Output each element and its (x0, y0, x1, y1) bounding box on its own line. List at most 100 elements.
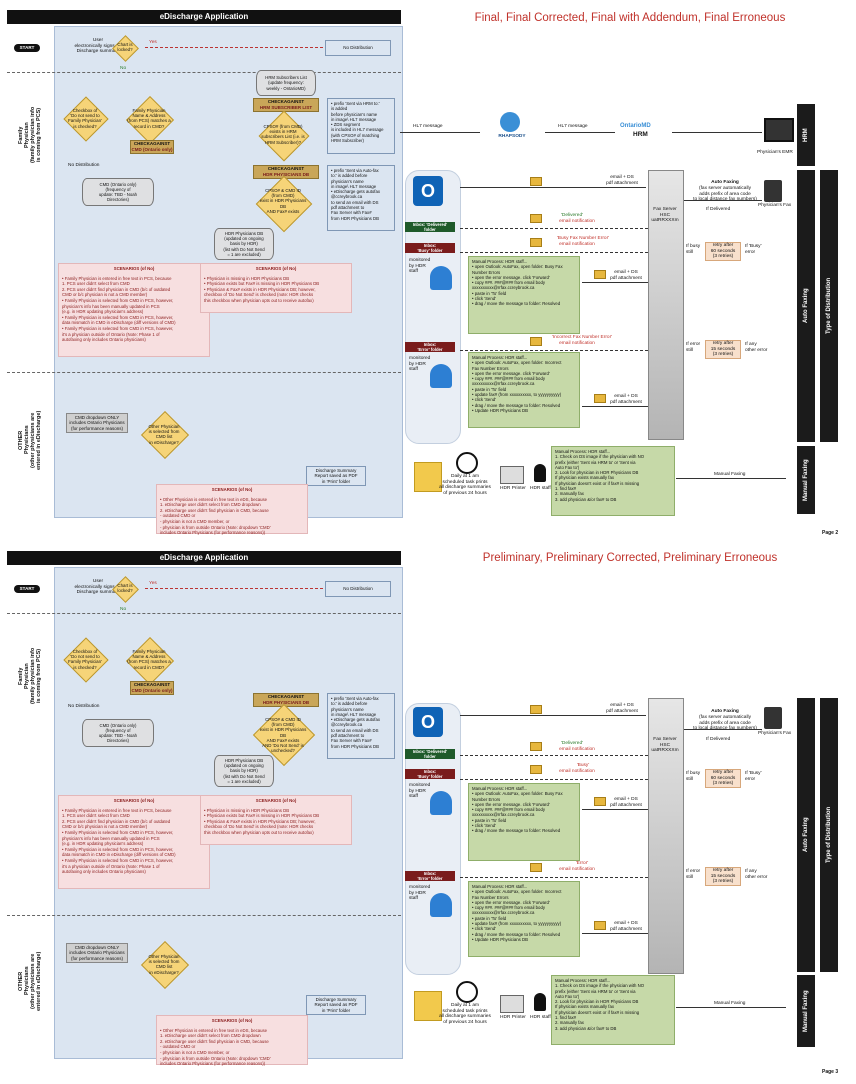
chart-locked-label: Chart is locked? (117, 42, 133, 53)
auto-faxing-label: Auto Faxing (711, 180, 739, 185)
app-header: eDischarge Application (7, 551, 401, 565)
page-title: Preliminary, Preliminary Corrected, Prel… (482, 552, 778, 564)
retry-60-box: retry after 60 seconds (3 retries) (705, 242, 741, 261)
email-ds-label: email + DS pdf attachment (606, 175, 638, 186)
scenario-title: SCENARIOS (of No) (113, 266, 155, 271)
fax-exists-label: CPSO# & CMD ID (from CMD) exist in HDR P… (259, 188, 307, 214)
scenarios-family: SCENARIOS (of No) • Family Physician is … (58, 263, 210, 357)
fax-exists-label: CPSO# & CMD ID (from CMD) exist in HDR P… (259, 717, 307, 754)
manual-error-process: Manual Process: HDR staff... • open Outl… (468, 881, 580, 957)
family-lane-label: Family Physician (family physician info … (18, 647, 42, 705)
scenario-text: • Physician is missing in HDR Physicians… (204, 807, 320, 835)
hdr-staff-label: HDR staff (530, 486, 551, 491)
flow-arrow (145, 47, 323, 48)
if-any-error-label: If any other error (745, 869, 768, 880)
if-busy-label: If busy still (686, 771, 701, 782)
inbox-error: Inbox: 'Error' folder (405, 871, 455, 881)
inbox-delivered: Inbox: 'Delivered' folder (405, 222, 455, 232)
hdr-physicians-db: HDR Physicians DB (updated on ongoing ba… (214, 755, 274, 787)
app-header: eDischarge Application (7, 10, 401, 24)
inbox-error: Inbox: 'Error' folder (405, 342, 455, 352)
daily-task-label: Daily at 1 am scheduled task prints all … (439, 474, 491, 496)
checkagainst-label: CHECKAGAINST (267, 166, 305, 171)
email-envelope-icon (530, 177, 542, 186)
side-auto-faxing: Auto Faxing (797, 170, 815, 442)
side-manual-faxing: Manual Faxing (797, 446, 815, 514)
monitored-label: monitored by HDR staff (409, 783, 431, 800)
scenario-text: • Physician is missing in HDR Physicians… (204, 275, 320, 303)
scenarios-other: SCENARIOS (of No) • Other Physician is e… (156, 1015, 308, 1066)
pdf-folder-icon (414, 991, 442, 1021)
cmd-only-label: CMD (Ontario only) (131, 688, 173, 693)
email-notification: email notification (559, 747, 595, 752)
cmd-database: CMD (Ontario only) (frequency of update:… (82, 178, 154, 206)
fax-note: • prefix 'Sent via Auto-fax to:' is adde… (327, 693, 395, 759)
scenarios-hdr: SCENARIOS (of No) • Physician is missing… (200, 263, 352, 313)
email-arrow (582, 282, 648, 283)
notification-arrow (460, 779, 648, 780)
user-icon (430, 364, 452, 388)
printer-icon (500, 995, 524, 1013)
person-icon (534, 464, 546, 482)
manual-error-process: Manual Process: HDR staff... • open Outl… (468, 352, 580, 428)
monitored-label: monitored by HDR staff (409, 356, 431, 373)
checkagainst-label: CHECKAGAINST (133, 141, 171, 146)
email-envelope-icon (594, 797, 606, 806)
email-envelope-icon (594, 921, 606, 930)
auto-faxing-desc: (fax server automatically adds prefix of… (693, 186, 757, 203)
hrm-sub-label: HRM SUBSCRIBER LIST (259, 105, 313, 110)
daily-task-label: Daily at 1 am scheduled task prints all … (439, 1003, 491, 1025)
email-notification: email notification (559, 867, 595, 872)
ds-report-box: Discharge Summary Report saved as PDF in… (306, 995, 366, 1015)
if-error-label: If error still (686, 342, 701, 353)
email-arrow (460, 187, 646, 188)
outlook-icon: O (413, 707, 443, 737)
hrm-label: HRM (633, 131, 648, 138)
email-envelope-icon (530, 742, 542, 751)
scenario-title: SCENARIOS (of No) (255, 798, 297, 803)
email-notification: email notification (559, 341, 595, 346)
type-of-distribution: Type of Distribution (820, 170, 838, 442)
manual-fax-arrow (676, 1007, 786, 1008)
email-envelope-icon (530, 765, 542, 774)
scenario-text: • Family Physician is entered in free te… (62, 807, 176, 875)
delivered-label: 'Delivered' (560, 741, 584, 746)
notification-arrow (460, 350, 648, 351)
if-busy-label: If busy still (686, 244, 701, 255)
cmd-dropdown-note: CMD dropdown ONLY includes Ontario Physi… (66, 943, 128, 963)
if-busy-error-label: If 'Busy' error (745, 771, 762, 782)
side-auto-faxing: Auto Faxing (797, 698, 815, 972)
busy-error-label: 'Busy Fax Number Error' (556, 236, 610, 241)
rhapsody-icon (500, 112, 520, 132)
hl7-arrow (545, 132, 615, 133)
no-dist-label: No Distribution (68, 163, 100, 168)
family-lane-label: Family Physician (family physician info … (18, 106, 42, 164)
lane-divider (7, 72, 401, 73)
email-arrow (582, 933, 648, 934)
if-any-error-label: If any other error (745, 342, 768, 353)
cmd-database: CMD (Ontario only) (frequency of update:… (82, 719, 154, 747)
lane-divider (7, 372, 401, 373)
clock-icon (456, 452, 478, 474)
auto-faxing-label: Auto Faxing (711, 709, 739, 714)
page-title: Final, Final Corrected, Final with Adden… (474, 12, 786, 24)
email-arrow (460, 715, 646, 716)
email-envelope-icon (530, 705, 542, 714)
hdr-printer-label: HDR Printer (500, 1015, 526, 1020)
lane-divider (7, 915, 401, 916)
flow-arrow (145, 588, 323, 589)
hl7-arrow (400, 132, 480, 133)
monitored-label: monitored by HDR staff (409, 258, 431, 275)
scenario-title: SCENARIOS (of No) (113, 798, 155, 803)
manual-print-process: Manual Process: HDR staff... 1. Check on… (551, 975, 675, 1045)
user-icon (430, 266, 452, 290)
auto-faxing-desc: (fax server automatically adds prefix of… (693, 715, 757, 732)
notification-arrow (460, 877, 648, 878)
incorrect-error-label: 'Incorrect Fax Number Error' (551, 335, 613, 340)
chart-locked-label: Chart is locked? (117, 583, 133, 594)
email-envelope-icon (530, 214, 542, 223)
email-ds-label: email + DS pdf attachment (610, 394, 642, 405)
ontariomd-label: OntarioMD (620, 123, 651, 129)
email-ds-label: email + DS pdf attachment (606, 703, 638, 714)
